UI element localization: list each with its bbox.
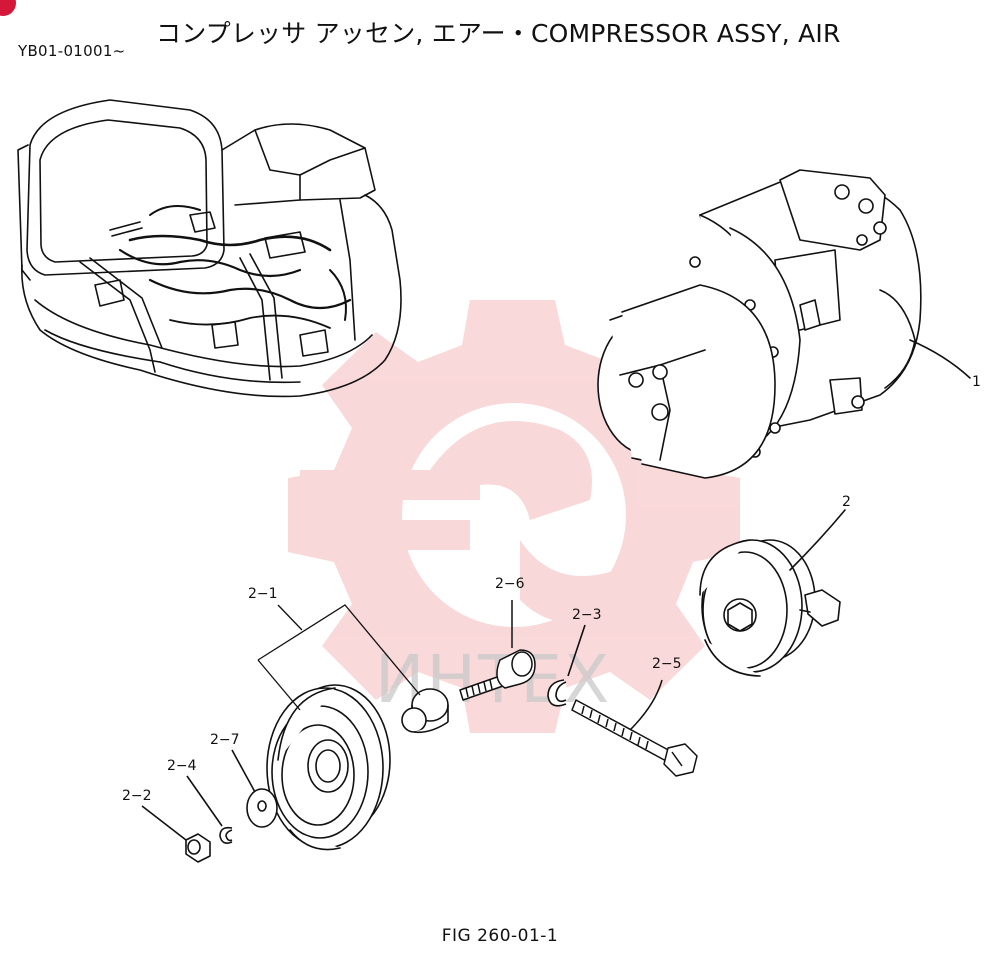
serial-range: YB01-01001~ xyxy=(18,42,126,60)
callout-2-7: 2−7 xyxy=(210,732,240,748)
washer-part xyxy=(231,749,278,828)
callout-2-2: 2−2 xyxy=(122,788,152,804)
pivot-bolt-part xyxy=(459,600,536,701)
callout-2-3: 2−3 xyxy=(572,607,602,623)
lock-washer-part xyxy=(186,775,233,844)
diagram-title: コンプレッサ アッセン, エアー・COMPRESSOR ASSY, AIR xyxy=(156,19,841,48)
callout-2-5: 2−5 xyxy=(652,656,682,672)
idler-pulley-assembly xyxy=(699,509,846,677)
bushing-part xyxy=(401,688,449,734)
leader-2-1 xyxy=(257,604,421,711)
compressor-assembly xyxy=(597,169,971,479)
callout-2: 2 xyxy=(842,494,851,510)
machine-upper-structure xyxy=(17,99,402,398)
watermark-logo xyxy=(288,300,740,733)
callout-1: 1 xyxy=(972,374,981,390)
snap-ring-part xyxy=(547,624,586,707)
corner-badge-icon xyxy=(0,0,16,16)
callout-2-6: 2−6 xyxy=(495,576,525,592)
nut-part xyxy=(141,805,211,863)
callout-2-1: 2−1 xyxy=(248,586,278,602)
callout-2-4: 2−4 xyxy=(167,758,197,774)
pulley-part xyxy=(266,684,391,851)
figure-caption: FIG 260-01-1 xyxy=(441,926,559,946)
adjusting-bolt-part xyxy=(571,679,698,777)
